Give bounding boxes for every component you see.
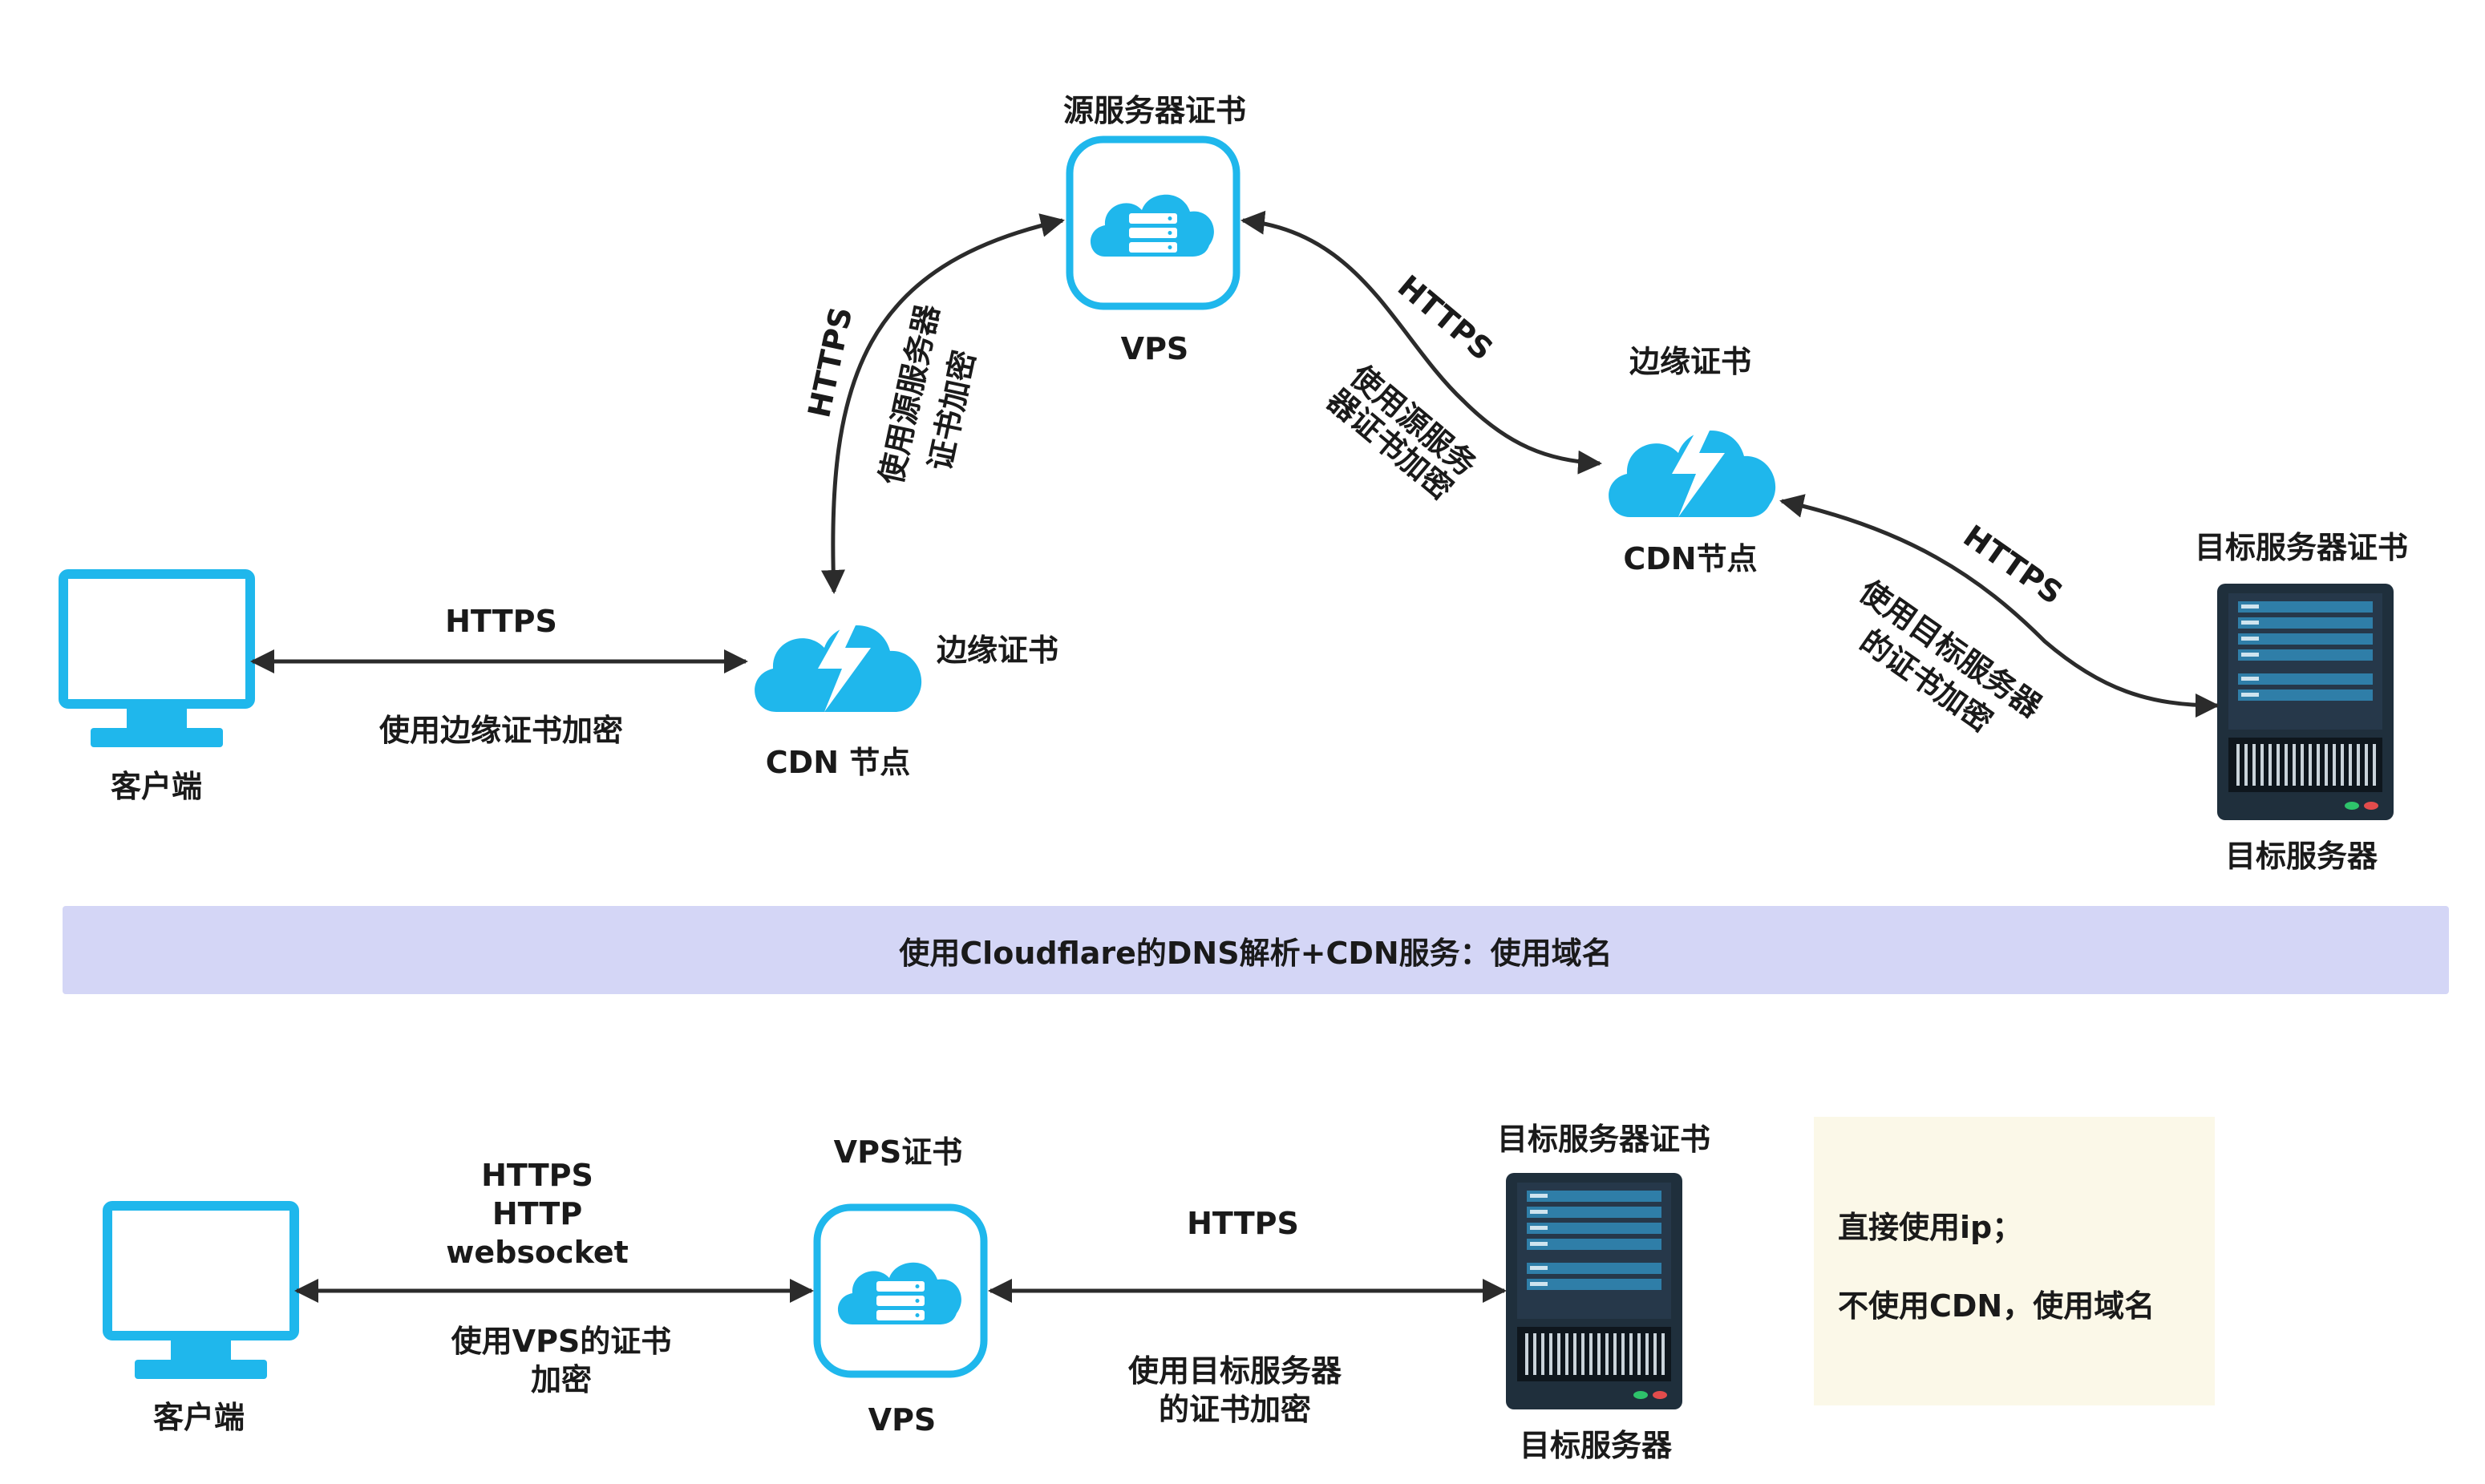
bottom-link-vps-target-protocol: HTTPS xyxy=(1187,1206,1299,1241)
top-client-label: 客户端 xyxy=(110,769,202,804)
top-link-client-cdn-note: 使用边缘证书加密 xyxy=(378,713,623,748)
bottom-link-protocol-1: HTTPS xyxy=(481,1158,593,1193)
top-target-cert: 目标服务器证书 xyxy=(2194,530,2408,565)
bottom-link-protocol-3: websocket xyxy=(446,1235,629,1270)
bottom-vps-cloud-server-icon xyxy=(817,1207,984,1374)
bottom-target-label: 目标服务器 xyxy=(1519,1428,1672,1463)
arrow-cdn1-vps xyxy=(821,213,1065,594)
top-cdn2-cert: 边缘证书 xyxy=(1629,344,1751,379)
top-link-client-cdn-protocol: HTTPS xyxy=(445,604,557,639)
bottom-vps-label: VPS xyxy=(868,1402,937,1437)
top-client-monitor-icon xyxy=(63,574,250,747)
top-vps-cloud-server-icon xyxy=(1070,140,1236,306)
bottom-vps-cert: VPS证书 xyxy=(833,1134,963,1170)
bottom-link-vps-target-note-2: 的证书加密 xyxy=(1158,1392,1311,1427)
arrow-cdn2-target xyxy=(1779,494,2220,718)
top-cdn2-lightning-cloud-icon xyxy=(1609,408,1776,517)
direct-ip-note: 直接使用ip； 不使用CDN，使用域名 xyxy=(1814,1117,2215,1405)
top-target-server-rack-icon xyxy=(2217,584,2394,820)
top-cdn2-label: CDN节点 xyxy=(1623,541,1758,576)
bottom-client-label: 客户端 xyxy=(152,1400,245,1435)
arrow-vps-cdn2 xyxy=(1240,210,1602,475)
bottom-link-client-vps-note-1: 使用VPS的证书 xyxy=(451,1324,672,1359)
bottom-link-vps-target-note-1: 使用目标服务器 xyxy=(1127,1353,1342,1389)
top-vps-label: VPS xyxy=(1120,331,1189,366)
bottom-target-server-rack-icon xyxy=(1506,1173,1682,1409)
top-target-label: 目标服务器 xyxy=(2224,839,2378,874)
bottom-link-protocol-2: HTTP xyxy=(492,1196,583,1231)
note-line-2: 不使用CDN，使用域名 xyxy=(1838,1288,2155,1324)
banner-text: 使用Cloudflare的DNS解析+CDN服务：使用域名 xyxy=(899,935,1613,971)
cloudflare-banner: 使用Cloudflare的DNS解析+CDN服务：使用域名 xyxy=(63,906,2449,994)
top-cdn1-label: CDN 节点 xyxy=(765,745,911,780)
top-cdn1-lightning-cloud-icon xyxy=(755,603,922,712)
top-vps-cert: 源服务器证书 xyxy=(1062,93,1246,128)
bottom-link-client-vps-note-2: 加密 xyxy=(530,1362,592,1397)
bottom-client-monitor-icon xyxy=(107,1206,294,1379)
top-cdn1-cert: 边缘证书 xyxy=(937,633,1059,668)
bottom-target-cert: 目标服务器证书 xyxy=(1496,1122,1710,1157)
note-line-1: 直接使用ip； xyxy=(1838,1210,2023,1245)
